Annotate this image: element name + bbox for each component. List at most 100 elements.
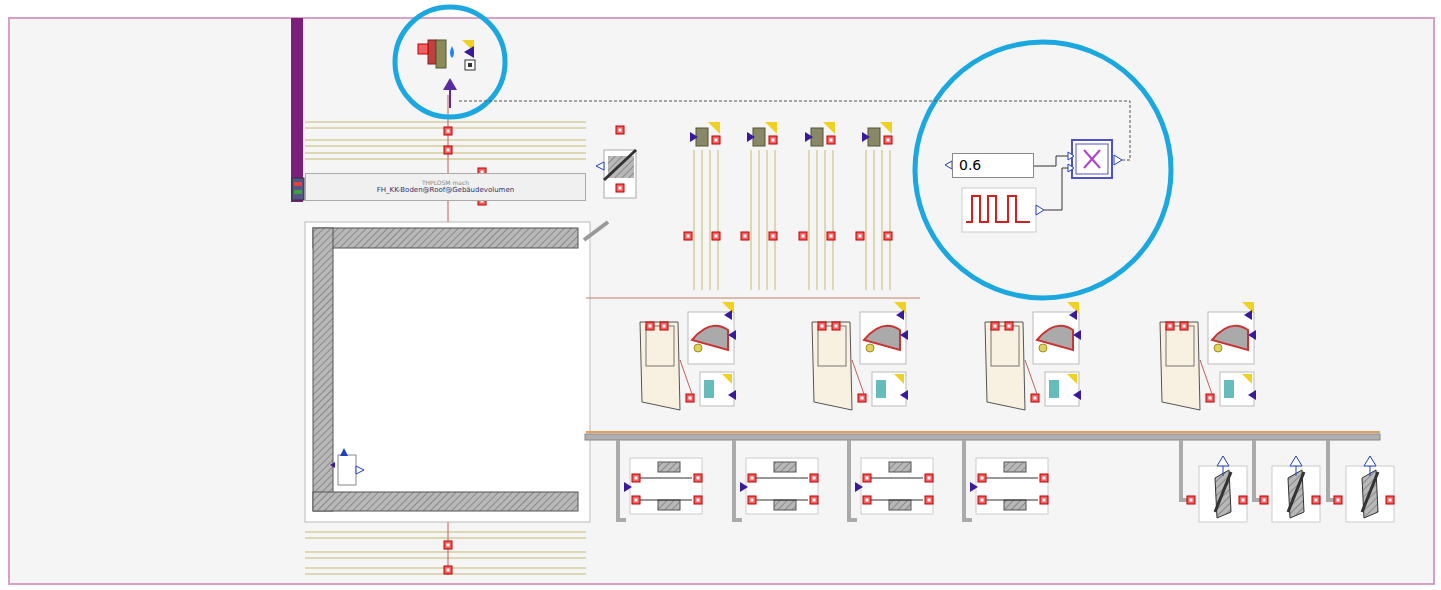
heat-wire: [305, 531, 586, 533]
heat-port-dot: [1043, 477, 1046, 480]
heat-port-dot: [994, 325, 997, 328]
air-pipe: [585, 434, 1380, 440]
product-block: [1072, 140, 1112, 178]
heat-port-dot: [649, 325, 652, 328]
input-triangle: [724, 310, 732, 320]
input-triangle: [970, 482, 978, 492]
heat-port: [863, 474, 871, 482]
radiation-block: [1220, 372, 1254, 406]
heat-port-dot: [1034, 397, 1037, 400]
heat-port: [856, 232, 864, 240]
heat-port: [1239, 496, 1247, 504]
heat-port: [660, 322, 668, 330]
sun-symbol: [722, 374, 732, 384]
heat-port-dot: [861, 397, 864, 400]
input-triangle: [747, 132, 755, 142]
heat-port-dot: [866, 499, 869, 502]
sun-symbol: [894, 374, 904, 384]
heat-port-dot: [772, 235, 775, 238]
heat-port: [818, 322, 826, 330]
wall-hatch: [774, 500, 796, 510]
heat-port-dot: [1242, 499, 1245, 502]
pipe: [1181, 440, 1187, 500]
radiation-block: [1045, 372, 1079, 406]
wall-arrow: [756, 478, 808, 479]
heat-port-dot: [835, 325, 838, 328]
heat-port-dot: [619, 129, 622, 132]
heat-wire: [816, 150, 818, 290]
radiation-block: [700, 372, 734, 406]
heat-port-dot: [687, 235, 690, 238]
sun-symbol: [1067, 374, 1077, 384]
input-triangle: [1248, 390, 1256, 400]
window-frame: [818, 326, 846, 366]
heat-port: [925, 474, 933, 482]
multiply-symbol: [1084, 150, 1100, 168]
heat-port-dot: [928, 477, 931, 480]
heat-port-dot: [772, 139, 775, 142]
heat-port-dot: [830, 139, 833, 142]
water-drop: [450, 46, 454, 58]
heat-port-dot: [697, 499, 700, 502]
heat-port: [1031, 394, 1039, 402]
door-slope: [1362, 472, 1378, 512]
heat-wire: [881, 150, 883, 290]
input-triangle: [624, 482, 632, 492]
heat-port-dot: [689, 397, 692, 400]
heat-port-dot: [1169, 325, 1172, 328]
heat-port-dot: [635, 477, 638, 480]
heat-port: [684, 232, 692, 240]
heat-port-dot: [715, 235, 718, 238]
wall-frame: [305, 222, 590, 522]
heat-port: [925, 496, 933, 504]
heat-wire: [586, 431, 1380, 433]
radiation-icon: [704, 380, 714, 398]
wall-arrow: [871, 500, 923, 501]
pipe: [734, 440, 742, 520]
heat-wire: [709, 150, 711, 290]
highlight-circle: [915, 42, 1171, 298]
heat-wire: [774, 150, 776, 290]
signal-wire: [1223, 466, 1224, 476]
heat-port: [1260, 496, 1268, 504]
wall-block: [976, 458, 1048, 514]
bus-icon-stripe: [294, 190, 302, 194]
heat-port-dot: [447, 149, 450, 152]
roof-window: [604, 150, 636, 198]
wall-segment: [313, 228, 578, 248]
heat-port: [884, 232, 892, 240]
pulse-symbol: [966, 196, 1030, 222]
heat-port-dot: [447, 544, 450, 547]
heat-port: [616, 184, 624, 192]
heat-wire: [305, 557, 586, 559]
heat-wire: [873, 150, 875, 290]
heat-wire: [701, 150, 703, 290]
port-wire: [680, 360, 692, 394]
wall-arrow: [986, 500, 1038, 501]
door-hatch: [1215, 470, 1231, 518]
sun-symbol: [894, 302, 906, 314]
input-triangle: [1068, 164, 1074, 172]
heat-port-dot: [859, 235, 862, 238]
heat-port: [858, 394, 866, 402]
heat-wire: [766, 150, 768, 290]
wall-block: [861, 458, 933, 514]
wall-block: [746, 458, 818, 514]
heat-port: [632, 496, 640, 504]
sun-symbol: [1067, 302, 1079, 314]
roof-hatch: [608, 156, 634, 178]
wall-arrow: [640, 478, 692, 479]
sun-symbol: [1242, 374, 1252, 384]
heat-wire: [758, 150, 760, 290]
output-triangle: [356, 466, 364, 474]
heat-wire: [889, 150, 891, 290]
input-triangle: [1248, 330, 1256, 340]
heat-port: [686, 394, 694, 402]
heat-port-dot: [813, 499, 816, 502]
heat-port: [827, 232, 835, 240]
heat-port-dot: [751, 499, 754, 502]
heat-wire: [750, 150, 752, 290]
heat-port: [1040, 496, 1048, 504]
node-label: FH_KK-Boden@Roof@Gebäudevolumen: [377, 186, 514, 195]
